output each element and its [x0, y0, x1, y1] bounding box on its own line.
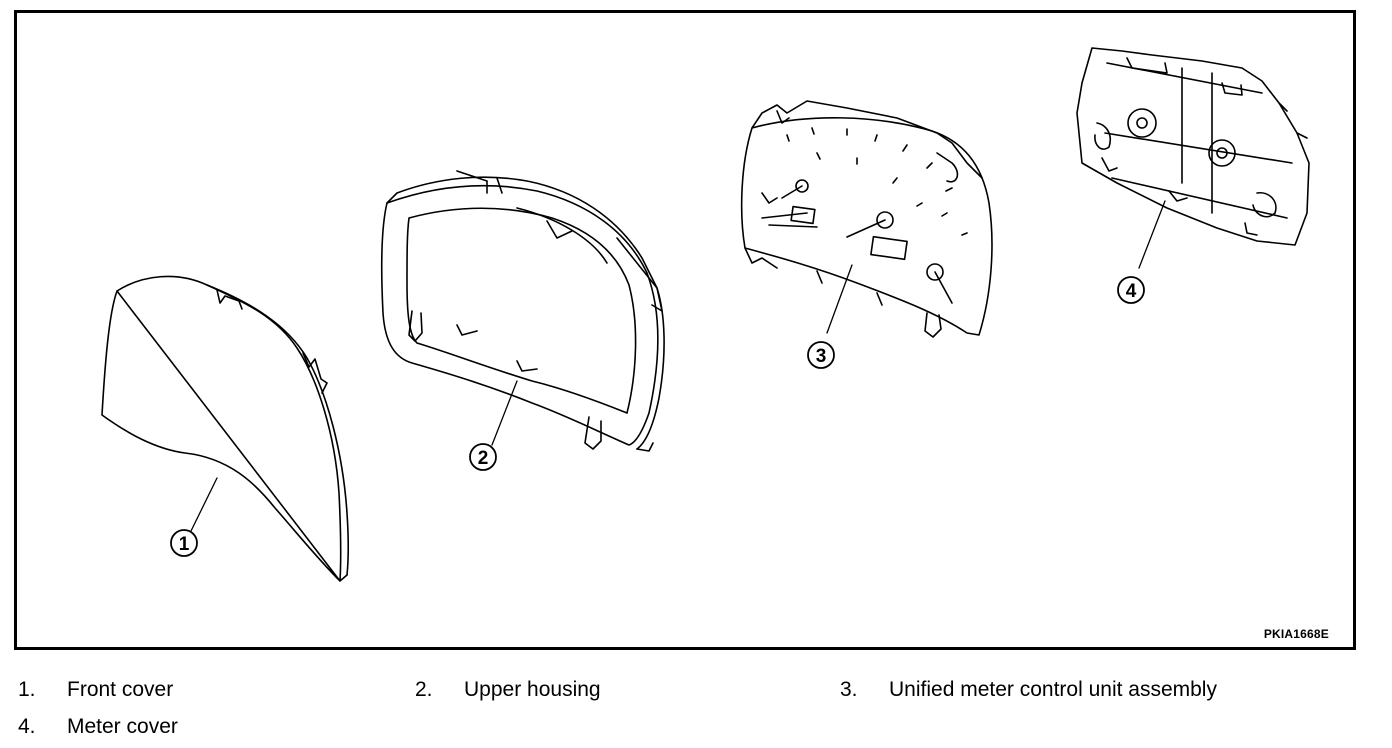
exploded-view-drawing: 1 2: [101, 47, 1310, 582]
figure-code: PKIA1668E: [1263, 627, 1329, 641]
legend-label: Front cover: [67, 678, 174, 701]
upper-housing-part: [381, 170, 665, 452]
legend-number: 3.: [840, 678, 858, 701]
callout-3-label: 3: [816, 346, 827, 367]
legend-label: Upper housing: [464, 678, 601, 701]
callout-4-group: 4: [1117, 200, 1166, 304]
callout-4-label: 4: [1126, 281, 1137, 302]
exploded-view-figure: 1 2: [14, 10, 1356, 650]
callout-2-label: 2: [478, 448, 489, 469]
callout-1-label: 1: [179, 534, 190, 555]
callout-2-group: 2: [469, 380, 518, 471]
legend-number: 4.: [18, 715, 36, 738]
legend-number: 1.: [18, 678, 36, 701]
callout-1-group: 1: [170, 477, 218, 557]
meter-cover-part: [1076, 47, 1310, 246]
front-cover-part: [101, 275, 349, 582]
legend-label: Unified meter control unit assembly: [889, 678, 1217, 701]
meter-control-unit-part: [740, 100, 993, 338]
legend-label: Meter cover: [67, 715, 178, 738]
legend-number: 2.: [415, 678, 433, 701]
callout-3-group: 3: [807, 264, 853, 369]
